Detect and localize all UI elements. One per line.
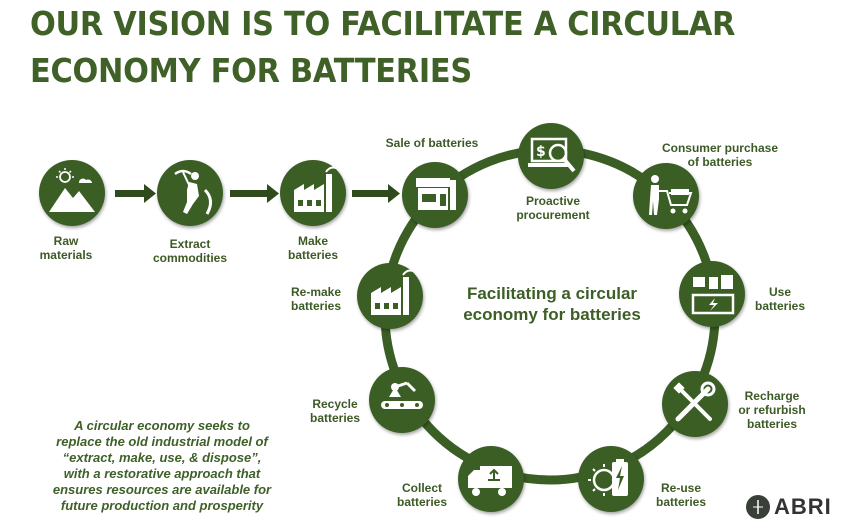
label-collect-batteries: Collect batteries <box>396 481 448 509</box>
label-proactive-procurement: Proactive procurement <box>516 194 590 222</box>
label-re-use-batteries: Re-use batteries <box>655 481 707 509</box>
label-recharge-refurbish: Recharge or refurbish batteries <box>738 389 806 431</box>
node-recharge-refurbish <box>662 371 728 437</box>
abri-logo: ABRI <box>746 494 832 520</box>
battery-shop-icon <box>416 178 456 210</box>
factory-icon <box>294 166 337 212</box>
label-make-batteries: Make batteries <box>287 234 339 262</box>
node-consumer-purchase <box>633 163 699 229</box>
miner-pickaxe-icon <box>174 169 212 215</box>
factory-icon <box>371 269 414 315</box>
wrench-screwdriver-icon <box>673 381 716 422</box>
label-extract-commodities: Extract commodities <box>152 237 227 265</box>
label-use-batteries: Use batteries <box>754 285 806 313</box>
arrow-make-to-sale <box>352 184 400 203</box>
center-heading: Facilitating a circular economy for batt… <box>463 284 641 324</box>
label-raw-materials: Raw materials <box>39 234 93 262</box>
page-title: OUR VISION IS TO FACILITATE A CIRCULAR E… <box>30 4 736 90</box>
svg-text:$: $ <box>536 144 546 160</box>
shopping-cart-person-icon <box>649 175 693 215</box>
label-re-make-batteries: Re-make batteries <box>290 285 342 313</box>
circular-economy-quote: A circular economy seeks to replace the … <box>52 418 272 513</box>
node-proactive-procurement: $ <box>518 123 584 189</box>
battery-sun-icon <box>588 459 628 496</box>
node-recycle-batteries <box>369 367 435 433</box>
label-sale-of-batteries: Sale of batteries <box>385 136 479 150</box>
abri-logo-mark <box>746 495 770 519</box>
truck-recycle-icon <box>468 466 512 496</box>
abri-logo-text: ABRI <box>774 494 832 519</box>
node-raw-materials <box>39 160 105 226</box>
robot-arm-conveyor-icon <box>381 381 423 409</box>
mountain-sun-icon <box>49 168 95 212</box>
arrow-raw-to-extract <box>115 184 156 203</box>
node-re-make-batteries <box>357 263 423 329</box>
node-sale-of-batteries <box>402 162 468 228</box>
label-recycle-batteries: Recycle batteries <box>309 397 361 425</box>
node-use-batteries <box>679 261 745 327</box>
node-extract-commodities <box>157 160 223 226</box>
label-consumer-purchase: Consumer purchase of batteries <box>661 141 779 169</box>
laptop-search-dollar-icon: $ <box>528 137 576 173</box>
arrow-extract-to-make <box>230 184 279 203</box>
node-re-use-batteries <box>578 446 644 512</box>
node-collect-batteries <box>458 446 524 512</box>
node-make-batteries <box>280 160 346 226</box>
devices-battery-icon <box>691 275 735 315</box>
